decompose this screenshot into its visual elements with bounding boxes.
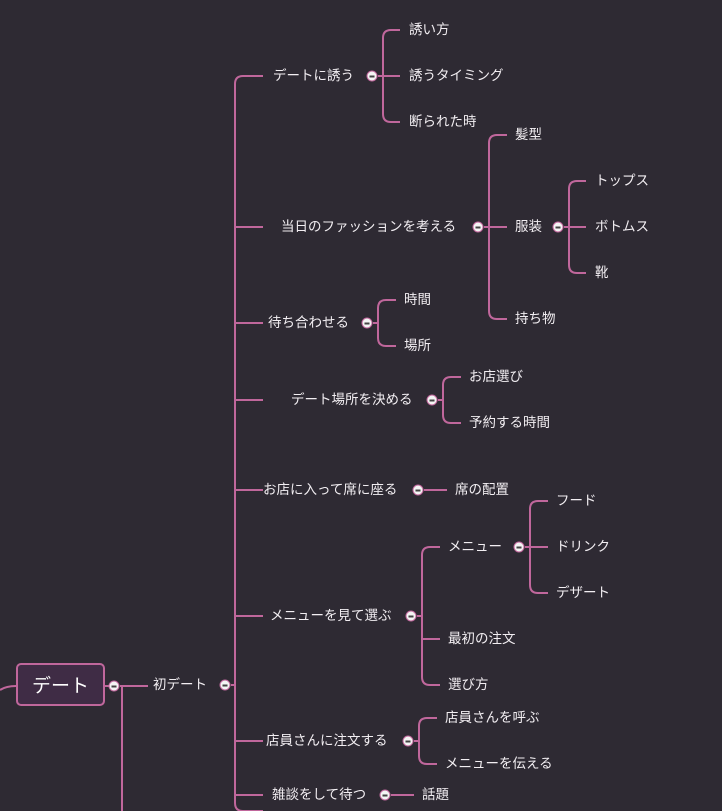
node-smalltalk[interactable]: 雑談をして待つ	[272, 787, 367, 803]
node-menu[interactable]: メニュー	[448, 539, 502, 555]
node-leaf[interactable]: 誘い方	[409, 22, 450, 38]
node-order[interactable]: 店員さんに注文する	[266, 733, 388, 749]
node-menu-select[interactable]: メニューを見て選ぶ	[270, 608, 392, 624]
node-invite[interactable]: デートに誘う	[273, 68, 354, 84]
node-first-date[interactable]: 初デート	[153, 677, 207, 693]
collapse-icon[interactable]	[361, 317, 373, 329]
node-leaf[interactable]: 髪型	[515, 127, 542, 143]
collapse-icon[interactable]	[366, 70, 378, 82]
node-leaf[interactable]: ドリンク	[556, 539, 610, 555]
collapse-icon[interactable]	[108, 680, 120, 692]
node-leaf[interactable]: ボトムス	[595, 219, 649, 235]
node-clothing[interactable]: 服装	[515, 219, 542, 235]
node-leaf[interactable]: 予約する時間	[469, 415, 550, 431]
collapse-icon[interactable]	[379, 789, 391, 801]
node-leaf[interactable]: お店選び	[469, 369, 523, 385]
node-fashion[interactable]: 当日のファッションを考える	[281, 219, 457, 235]
collapse-icon[interactable]	[426, 394, 438, 406]
node-leaf[interactable]: 場所	[404, 338, 431, 354]
node-leaf[interactable]: デザート	[556, 585, 610, 601]
collapse-icon[interactable]	[412, 484, 424, 496]
node-leaf[interactable]: 話題	[422, 787, 449, 803]
node-leaf[interactable]: 時間	[404, 292, 431, 308]
node-leaf[interactable]: 靴	[595, 265, 609, 281]
collapse-icon[interactable]	[552, 221, 564, 233]
root-node[interactable]: デート	[16, 663, 105, 706]
node-leaf[interactable]: 誘うタイミング	[409, 68, 504, 84]
node-leaf[interactable]: トップス	[595, 173, 649, 189]
node-leaf[interactable]: 断られた時	[409, 114, 477, 130]
node-leaf[interactable]: 選び方	[448, 677, 489, 693]
node-leaf[interactable]: 席の配置	[455, 482, 509, 498]
node-seating[interactable]: お店に入って席に座る	[263, 482, 398, 498]
node-meetup[interactable]: 待ち合わせる	[268, 315, 349, 331]
node-leaf[interactable]: 最初の注文	[448, 631, 516, 647]
node-leaf[interactable]: フード	[556, 493, 597, 509]
collapse-icon[interactable]	[402, 735, 414, 747]
node-leaf[interactable]: メニューを伝える	[445, 756, 553, 772]
node-place[interactable]: デート場所を決める	[291, 392, 413, 408]
node-leaf[interactable]: 持ち物	[515, 311, 556, 327]
collapse-icon[interactable]	[472, 221, 484, 233]
node-leaf[interactable]: 店員さんを呼ぶ	[445, 710, 540, 726]
collapse-icon[interactable]	[405, 610, 417, 622]
collapse-icon[interactable]	[513, 541, 525, 553]
collapse-icon[interactable]	[219, 679, 231, 691]
